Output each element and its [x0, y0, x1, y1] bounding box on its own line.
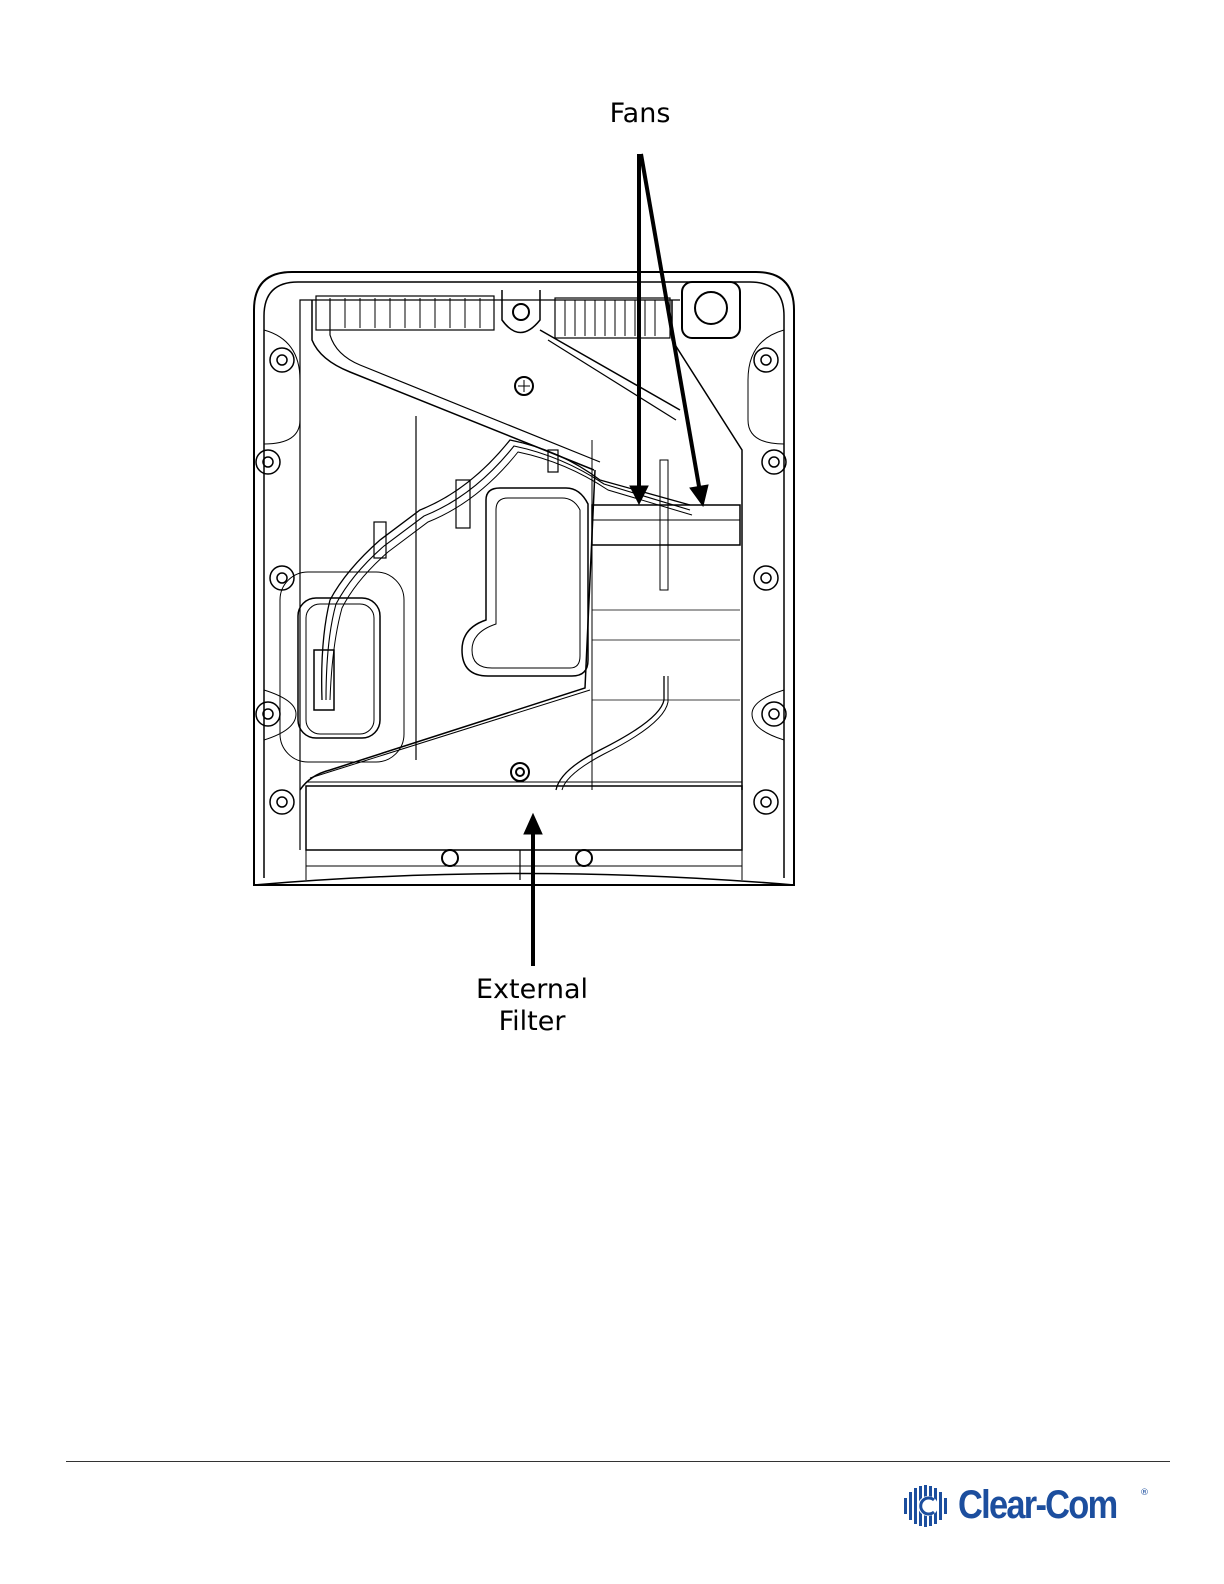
external-filter-label-line2: Filter [440, 1006, 624, 1038]
external-filter-label-line1: External [440, 974, 624, 1006]
footer-rule [66, 1461, 1170, 1462]
fans-label: Fans [560, 98, 720, 130]
fan-block [592, 505, 740, 545]
external-filter-label: External Filter [440, 974, 624, 1038]
vent-right [555, 298, 670, 338]
wire-bundle [322, 440, 690, 700]
clear-com-logo-text: Clear-Com [958, 1482, 1116, 1528]
registered-mark: ® [1140, 1488, 1149, 1498]
clear-com-logo-icon [900, 1480, 956, 1530]
fans-arrow-right [641, 154, 700, 492]
external-filter [306, 786, 742, 850]
clear-com-logo: Clear-Com ® [900, 1480, 1160, 1530]
corner-button-housing [682, 282, 740, 338]
